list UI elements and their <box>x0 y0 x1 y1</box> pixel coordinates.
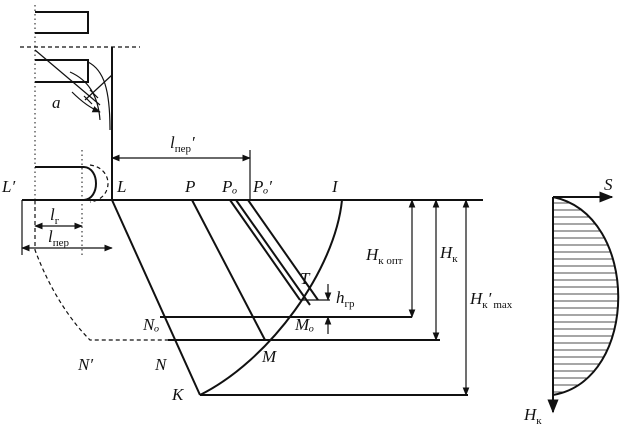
label-N-prime: N′ <box>77 355 93 374</box>
label-Mo: Mₒ <box>294 315 314 334</box>
text-H-k-max: Hк′max <box>469 289 513 311</box>
label-T: T <box>300 269 311 288</box>
label-L: L <box>116 177 126 196</box>
vertical-dimensions: Hк опт Hк Hк′max hгр <box>324 199 513 396</box>
label-Po: Pₒ <box>221 177 237 196</box>
nozzle-tip <box>83 166 97 201</box>
jet-curve-inner <box>69 71 101 121</box>
angle-ray-2 <box>84 74 113 101</box>
jet-curve-outer <box>87 61 111 131</box>
tube-upper <box>35 11 89 34</box>
text-l-per: lпер <box>48 227 70 249</box>
label-S: S <box>604 175 613 194</box>
label-No: Nₒ <box>142 315 159 334</box>
angle-ray <box>34 49 101 106</box>
text-H-k-axis: Hк <box>523 405 542 427</box>
crater-edge-left <box>111 199 201 396</box>
hatch-fill <box>553 202 619 393</box>
label-P: P <box>184 177 195 196</box>
crater-edge-right <box>199 199 343 396</box>
label-M: M <box>261 347 277 366</box>
angle-arc <box>71 91 101 113</box>
text-h-gr: hгр <box>336 288 355 310</box>
angle-tick-2 <box>89 89 99 99</box>
text-H-k-opt: Hк опт <box>365 245 403 267</box>
label-I: I <box>331 177 339 196</box>
label-Po-prime: Pₒ′ <box>252 177 272 196</box>
line-Po-T <box>229 199 301 301</box>
horizontal-dimensions: lпер′ lг lпер <box>21 133 251 255</box>
contour-N-prime <box>34 200 200 341</box>
tube-middle <box>35 59 89 83</box>
line-Po-prime <box>247 199 319 301</box>
distribution-plot: S Hк <box>523 175 620 427</box>
line-P-M <box>191 199 266 341</box>
left-schematic: a <box>20 5 200 341</box>
label-L-prime: L′ <box>1 177 15 196</box>
text-l-g: lг <box>50 205 60 227</box>
label-N: N <box>154 355 168 374</box>
label-a: a <box>52 93 61 112</box>
line-Po-inner <box>235 199 311 306</box>
angle-tick-1 <box>83 95 93 105</box>
label-K: K <box>171 385 185 404</box>
distribution-curve <box>552 196 620 396</box>
crater-figure: L′ L P Pₒ Pₒ′ I T Nₒ Mₒ N M K N′ <box>1 177 483 404</box>
text-H-k: Hк <box>439 243 458 265</box>
text-l-per-prime: lпер′ <box>170 133 195 155</box>
